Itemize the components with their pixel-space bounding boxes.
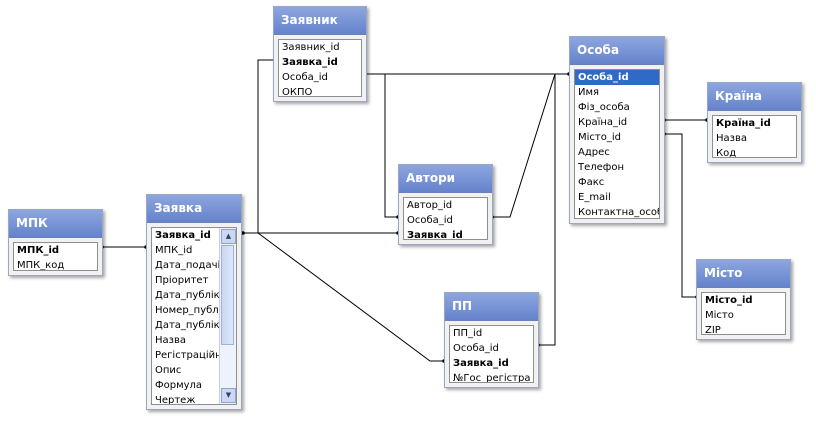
field-list: Особа_id Имя Фіз_особа Країна_id Місто_i… xyxy=(574,69,660,219)
field-row[interactable]: Заявка_id xyxy=(155,230,211,241)
rel-osoba-misto xyxy=(664,133,697,298)
field-row[interactable]: Фіз_особа xyxy=(578,102,630,113)
field-row[interactable]: Країна_id xyxy=(578,117,628,128)
table-zayavka[interactable]: Заявка Заявка_id МПК_id Дата_подачі Пріо… xyxy=(146,194,242,410)
scrollbar-thumb[interactable] xyxy=(221,245,234,345)
field-row[interactable]: Назва xyxy=(155,335,186,346)
field-row[interactable]: Пріоритет xyxy=(155,275,209,286)
field-list: Автор_id Особа_id Заявка_id xyxy=(403,197,488,240)
field-row[interactable]: Дата_публік xyxy=(155,290,220,301)
table-zayavnyk[interactable]: Заявник Заявник_id Заявка_id Особа_id ОК… xyxy=(273,6,367,102)
table-title[interactable]: Автори xyxy=(399,165,492,193)
field-list: ПП_id Особа_id Заявка_id №Гос_регістра xyxy=(449,325,534,383)
field-row[interactable]: Дата_подачі xyxy=(155,260,221,271)
table-pp[interactable]: ПП ПП_id Особа_id Заявка_id №Гос_регістр… xyxy=(444,292,539,388)
field-row[interactable]: Опис xyxy=(155,365,182,376)
field-row[interactable]: Країна_id xyxy=(716,118,771,129)
field-row[interactable]: ZIP xyxy=(705,325,721,335)
field-row[interactable]: Назва xyxy=(716,133,747,144)
field-list: Країна_id Назва Код xyxy=(712,115,797,158)
field-row[interactable]: Телефон xyxy=(578,162,625,173)
table-misto[interactable]: Місто Місто_id Місто ZIP xyxy=(696,259,791,340)
field-list: Заявка_id МПК_id Дата_подачі Пріоритет Д… xyxy=(151,227,237,405)
table-mpk[interactable]: МПК МПК_id МПК_код xyxy=(8,209,103,276)
field-row[interactable]: Номер_публік xyxy=(155,305,228,316)
rel-pp-osoba xyxy=(538,74,556,346)
field-row[interactable]: Місто xyxy=(705,310,734,321)
table-title[interactable]: Особа xyxy=(570,37,664,65)
rel-avtory-osoba xyxy=(492,73,569,218)
vertical-scrollbar[interactable]: ▲ ▼ xyxy=(219,228,236,404)
field-row[interactable]: МПК_id xyxy=(17,245,60,256)
field-row[interactable]: Заявник_id xyxy=(282,42,340,53)
table-avtory[interactable]: Автори Автор_id Особа_id Заявка_id xyxy=(398,164,493,245)
rel-zayavka-pp xyxy=(243,232,444,362)
field-list: Місто_id Місто ZIP xyxy=(701,292,786,335)
field-list: МПК_id МПК_код xyxy=(13,242,98,271)
rel-zayavnyk-avtory xyxy=(384,74,398,218)
scroll-up-arrow-icon[interactable]: ▲ xyxy=(221,229,236,244)
table-title[interactable]: МПК xyxy=(9,210,102,238)
field-row[interactable]: Контактна_особа xyxy=(578,207,659,218)
field-row[interactable]: ОКПО xyxy=(282,87,313,97)
field-row[interactable]: E_mail xyxy=(578,192,611,203)
field-row[interactable]: Имя xyxy=(578,87,600,98)
field-row[interactable]: Місто_id xyxy=(705,295,753,306)
field-row[interactable]: Особа_id xyxy=(407,215,453,226)
field-row[interactable]: Дата_публік xyxy=(155,320,220,331)
field-row[interactable]: МПК_id xyxy=(155,245,193,256)
field-row[interactable]: Регістраційн xyxy=(155,350,222,361)
field-row[interactable]: Формула xyxy=(155,380,203,391)
field-row[interactable]: Автор_id xyxy=(407,200,453,211)
table-title[interactable]: Місто xyxy=(697,260,790,288)
field-row[interactable]: №Гос_регістра xyxy=(453,373,531,383)
field-row[interactable]: Місто_id xyxy=(578,132,621,143)
table-kraina[interactable]: Країна Країна_id Назва Код xyxy=(707,82,802,163)
field-list: Заявник_id Заявка_id Особа_id ОКПО xyxy=(278,39,362,97)
field-row-selected[interactable]: Особа_id xyxy=(575,70,659,85)
table-title[interactable]: Країна xyxy=(708,83,801,111)
field-row[interactable]: Заявка_id xyxy=(453,358,509,369)
scroll-down-arrow-icon[interactable]: ▼ xyxy=(221,388,236,403)
table-title[interactable]: Заявка xyxy=(147,195,241,223)
table-title[interactable]: Заявник xyxy=(274,7,366,35)
field-row[interactable]: Код xyxy=(716,148,737,158)
table-osoba[interactable]: Особа Особа_id Имя Фіз_особа Країна_id М… xyxy=(569,36,665,224)
field-row[interactable]: Особа_id xyxy=(282,72,328,83)
field-row[interactable]: МПК_код xyxy=(17,260,65,271)
field-row[interactable]: Заявка_id xyxy=(407,230,463,240)
rel-zayavka-zayavnyk xyxy=(243,59,275,234)
field-row[interactable]: Заявка_id xyxy=(282,57,338,68)
field-row[interactable]: ПП_id xyxy=(453,328,483,339)
field-row[interactable]: Особа_id xyxy=(453,343,499,354)
table-title[interactable]: ПП xyxy=(445,293,538,321)
field-row[interactable]: Адрес xyxy=(578,147,610,158)
field-row[interactable]: Факс xyxy=(578,177,605,188)
field-row[interactable]: Чертеж xyxy=(155,395,196,405)
